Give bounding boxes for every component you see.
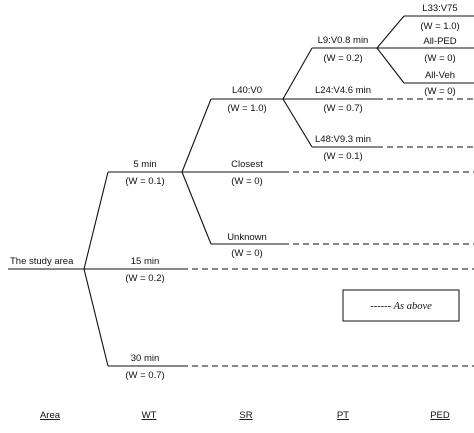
pt-l48-weight: (W = 0.1) xyxy=(323,151,362,162)
sr-closest-label: Closest xyxy=(231,159,263,170)
wt-30-weight: (W = 0.7) xyxy=(125,370,164,381)
edge-pt-ped-allveh xyxy=(376,47,405,84)
edge-root-wt-30 xyxy=(83,268,109,367)
wt-15-weight: (W = 0.2) xyxy=(125,273,164,284)
column-label-area: Area xyxy=(40,410,61,421)
legend-text: ------ As above xyxy=(370,301,432,312)
pt-l24-label: L24:V4.6 min xyxy=(315,85,371,96)
column-label-wt: WT xyxy=(142,410,157,421)
wt-5-label: 5 min xyxy=(133,159,156,170)
edge-pt-ped-l33 xyxy=(376,15,405,49)
edge-sr-pt-l9 xyxy=(282,47,313,100)
wt-30-label: 30 min xyxy=(131,353,160,364)
pt-l9-label: L9:V0.8 min xyxy=(318,35,369,46)
edge-wt-sr-l40 xyxy=(181,98,212,173)
pt-l24-weight: (W = 0.7) xyxy=(323,103,362,114)
wt-15-label: 15 min xyxy=(131,256,160,267)
legend-box xyxy=(342,289,460,322)
column-label-sr: SR xyxy=(239,410,252,421)
sr-l40-label: L40:V0 xyxy=(232,85,262,96)
ped-l33-label: L33:V75 xyxy=(422,3,457,14)
ped-allped-weight: (W = 0) xyxy=(424,53,455,64)
edge-wt-sr-unknown xyxy=(181,171,212,245)
sr-unknown-label: Unknown xyxy=(227,232,267,243)
ped-allped-label: All-PED xyxy=(423,36,456,47)
edge-root-wt-5 xyxy=(83,171,109,270)
sr-closest-weight: (W = 0) xyxy=(231,176,262,187)
pt-l9-weight: (W = 0.2) xyxy=(323,53,362,64)
pt-l48-label: L48:V9.3 min xyxy=(315,134,371,145)
column-label-pt: PT xyxy=(337,410,349,421)
wt-5-weight: (W = 0.1) xyxy=(125,176,164,187)
ped-allveh-weight: (W = 0) xyxy=(424,86,455,97)
root-label: The study area xyxy=(10,256,74,267)
sr-unknown-weight: (W = 0) xyxy=(231,248,262,259)
ped-allveh-label: All-Veh xyxy=(425,70,455,81)
sr-l40-weight: (W = 1.0) xyxy=(227,103,266,114)
column-label-ped: PED xyxy=(430,410,450,421)
edge-sr-pt-l48 xyxy=(282,98,313,148)
ped-l33-weight: (W = 1.0) xyxy=(420,21,459,32)
